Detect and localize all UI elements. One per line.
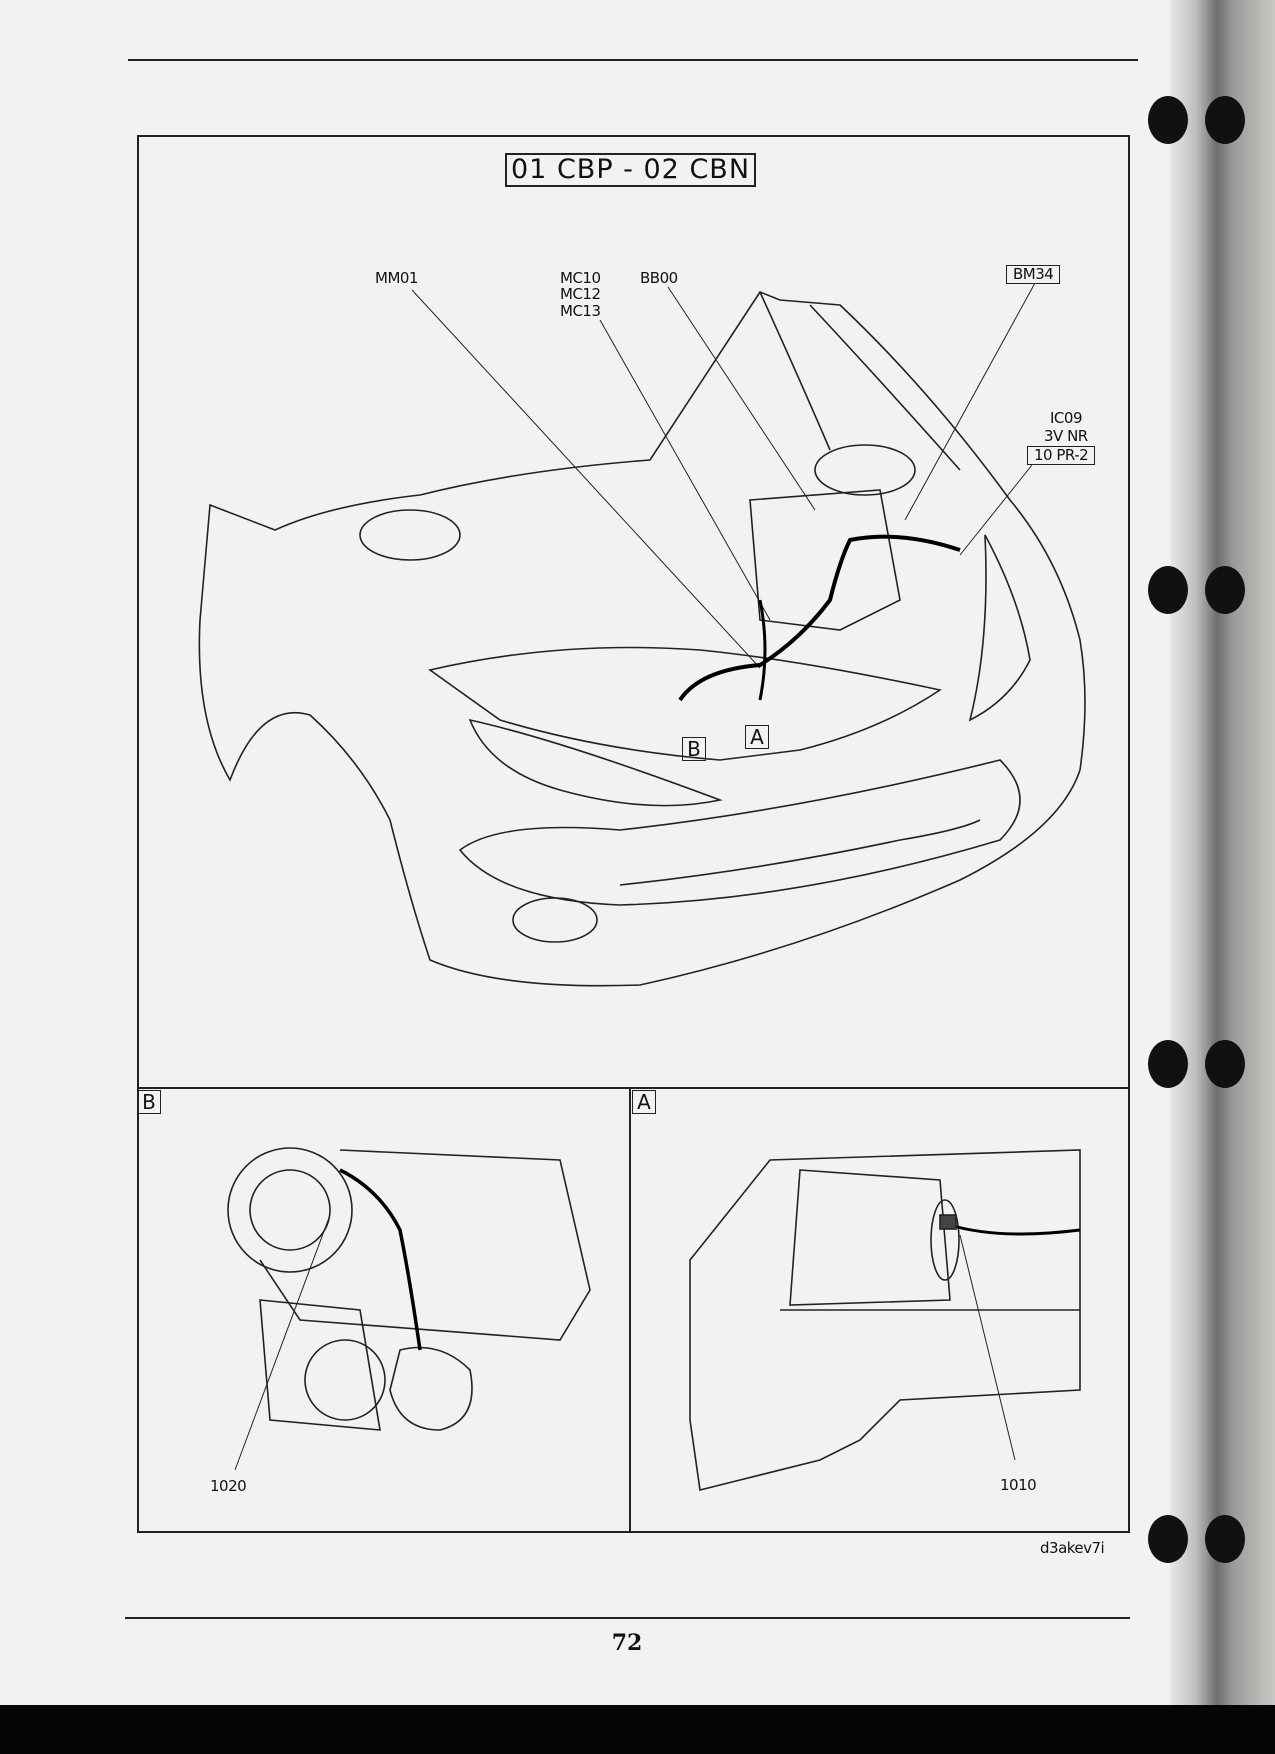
label-bb00: BB00 <box>640 269 678 287</box>
part-1010: 1010 <box>1000 1476 1037 1494</box>
part-1020: 1020 <box>210 1477 247 1495</box>
page-number: 72 <box>611 1630 643 1656</box>
label-mm01: MM01 <box>375 269 418 287</box>
binder-edge <box>1170 0 1275 1705</box>
callout-b: B <box>682 737 706 761</box>
label-bm34: BM34 <box>1006 265 1061 284</box>
top-rule <box>128 59 1138 61</box>
label-mc13: MC13 <box>560 302 601 320</box>
diagram-title: 01 CBP - 02 CBN <box>505 153 757 187</box>
callout-a: A <box>745 725 769 749</box>
scan-bottom-band <box>0 1705 1275 1754</box>
bottom-rule <box>125 1617 1130 1619</box>
binder-hole <box>1205 1040 1245 1088</box>
label-ic09: IC09 <box>1050 409 1082 427</box>
binder-hole <box>1205 566 1245 614</box>
binder-hole <box>1148 566 1188 614</box>
label-mc12: MC12 <box>560 285 601 303</box>
binder-hole <box>1205 1515 1245 1563</box>
binder-hole <box>1205 96 1245 144</box>
label-ic09-ref: 10 PR-2 <box>1027 446 1096 465</box>
label-mc10: MC10 <box>560 269 601 287</box>
binder-hole <box>1148 1515 1188 1563</box>
inset-b-tag: B <box>137 1090 161 1114</box>
drawing-ref: d3akev7i <box>1040 1539 1105 1557</box>
diagram-frame <box>137 135 1130 1533</box>
label-ic09-spec: 3V NR <box>1044 427 1088 445</box>
binder-hole <box>1148 96 1188 144</box>
binder-hole <box>1148 1040 1188 1088</box>
inset-a-tag: A <box>632 1090 656 1114</box>
